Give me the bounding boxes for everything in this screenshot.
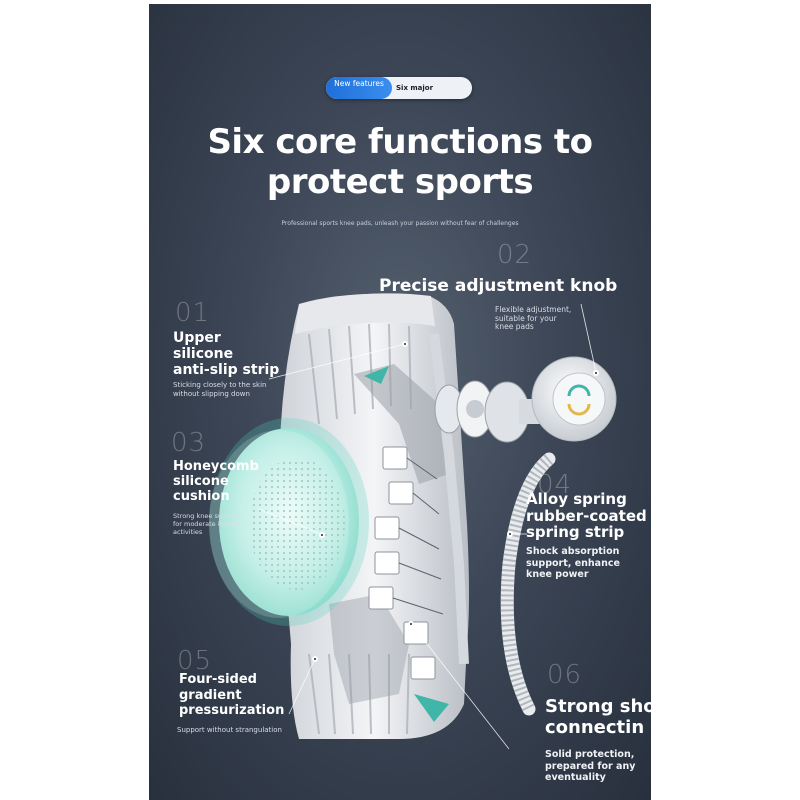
feature-title-03-line: Honeycomb bbox=[173, 459, 259, 474]
feature-title-06: Strong sho connectin bbox=[545, 696, 651, 738]
feature-desc-06: Solid protection, prepared for any event… bbox=[545, 749, 635, 784]
feature-title-03-line: silicone bbox=[173, 474, 229, 489]
feature-desc-02: Flexible adjustment, suitable for your k… bbox=[495, 305, 572, 332]
feature-title-05: Four-sided gradient pressurization bbox=[179, 672, 284, 719]
feature-desc-04-line: support, enhance bbox=[526, 557, 620, 569]
feature-title-06-line: Strong sho bbox=[545, 696, 651, 717]
feature-title-04: Alloy spring rubber-coated spring strip bbox=[526, 491, 647, 541]
feature-title-04-line: rubber-coated bbox=[526, 506, 647, 525]
new-features-badge: New features Six major upgrades bbox=[326, 77, 472, 99]
feature-desc-05-line: Support without strangulation bbox=[177, 726, 282, 734]
knee-brace-illustration bbox=[209, 293, 617, 750]
feature-title-01: Upper silicone anti-slip strip bbox=[173, 330, 279, 378]
feature-title-01-line: anti-slip strip bbox=[173, 362, 280, 378]
feature-desc-01-line: without slipping down bbox=[173, 389, 250, 398]
feature-number-06: 06 bbox=[547, 660, 583, 690]
feature-title-01-line: silicone bbox=[173, 346, 234, 362]
feature-number-04: 04 bbox=[537, 470, 573, 500]
feature-desc-02-line: suitable for your bbox=[495, 313, 557, 323]
callout-dot-05b bbox=[408, 621, 414, 627]
feature-desc-03-line: for moderate impact bbox=[173, 520, 241, 528]
feature-title-05-line: Four-sided bbox=[179, 672, 257, 687]
callout-dot-02 bbox=[593, 370, 599, 376]
feature-desc-02-line: Flexible adjustment, bbox=[495, 305, 572, 314]
callout-dot-04 bbox=[507, 531, 513, 537]
badge-new-features: New features bbox=[326, 77, 392, 99]
knee-brace-image bbox=[279, 293, 469, 739]
feature-number-02: 02 bbox=[497, 240, 533, 270]
feature-title-02-line: Precise adjustment knob bbox=[379, 276, 618, 296]
feature-desc-02-line: knee pads bbox=[495, 322, 534, 331]
callout-dot-01 bbox=[402, 341, 408, 347]
feature-desc-06-line: Solid protection, bbox=[545, 749, 635, 760]
feature-title-05-line: gradient bbox=[179, 687, 242, 703]
spring-strip-image bbox=[500, 452, 556, 716]
feature-desc-05: Support without strangulation bbox=[177, 726, 282, 735]
feature-number-01: 01 bbox=[175, 298, 211, 328]
feature-title-02: Precise adjustment knob bbox=[379, 276, 617, 296]
page-title-line-2: protect sports bbox=[266, 162, 534, 202]
adjustment-knob-image bbox=[434, 356, 617, 443]
feature-title-04-line: spring strip bbox=[526, 523, 625, 541]
feature-number-05: 05 bbox=[177, 646, 213, 676]
feature-desc-04-line: knee power bbox=[526, 569, 589, 580]
feature-desc-04: Shock absorption support, enhance knee p… bbox=[526, 546, 620, 581]
product-banner: New features Six major upgrades Six core… bbox=[149, 4, 651, 800]
feature-title-03: Honeycomb silicone cushion bbox=[173, 459, 259, 504]
feature-title-06-line: connectin bbox=[545, 717, 645, 738]
feature-title-03-line: cushion bbox=[173, 489, 230, 504]
feature-desc-01-line: Sticking closely to the skin bbox=[173, 381, 267, 389]
page-title-line-1: Six core functions to bbox=[207, 122, 593, 162]
feature-desc-06-line: eventuality bbox=[545, 772, 606, 783]
badge-six-upgrades: Six major upgrades bbox=[396, 84, 434, 92]
callout-dot-03 bbox=[319, 532, 325, 538]
feature-title-04-line: Alloy spring bbox=[526, 490, 627, 508]
callout-dot-05 bbox=[312, 656, 318, 662]
feature-title-05-line: pressurization bbox=[179, 703, 285, 718]
feature-number-03: 03 bbox=[171, 428, 207, 458]
feature-desc-04-line: Shock absorption bbox=[526, 546, 620, 557]
feature-desc-03: Strong knee support, for moderate impact… bbox=[173, 512, 241, 536]
feature-desc-03-line: Strong knee support, bbox=[173, 512, 242, 520]
feature-desc-03-line: activities bbox=[173, 528, 203, 536]
feature-desc-01: Sticking closely to the skin without sli… bbox=[173, 381, 266, 398]
page-subtitle: Professional sports knee pads, unleash y… bbox=[281, 220, 519, 227]
feature-desc-06-line: prepared for any bbox=[545, 760, 636, 772]
feature-title-01-line: Upper bbox=[173, 330, 221, 346]
